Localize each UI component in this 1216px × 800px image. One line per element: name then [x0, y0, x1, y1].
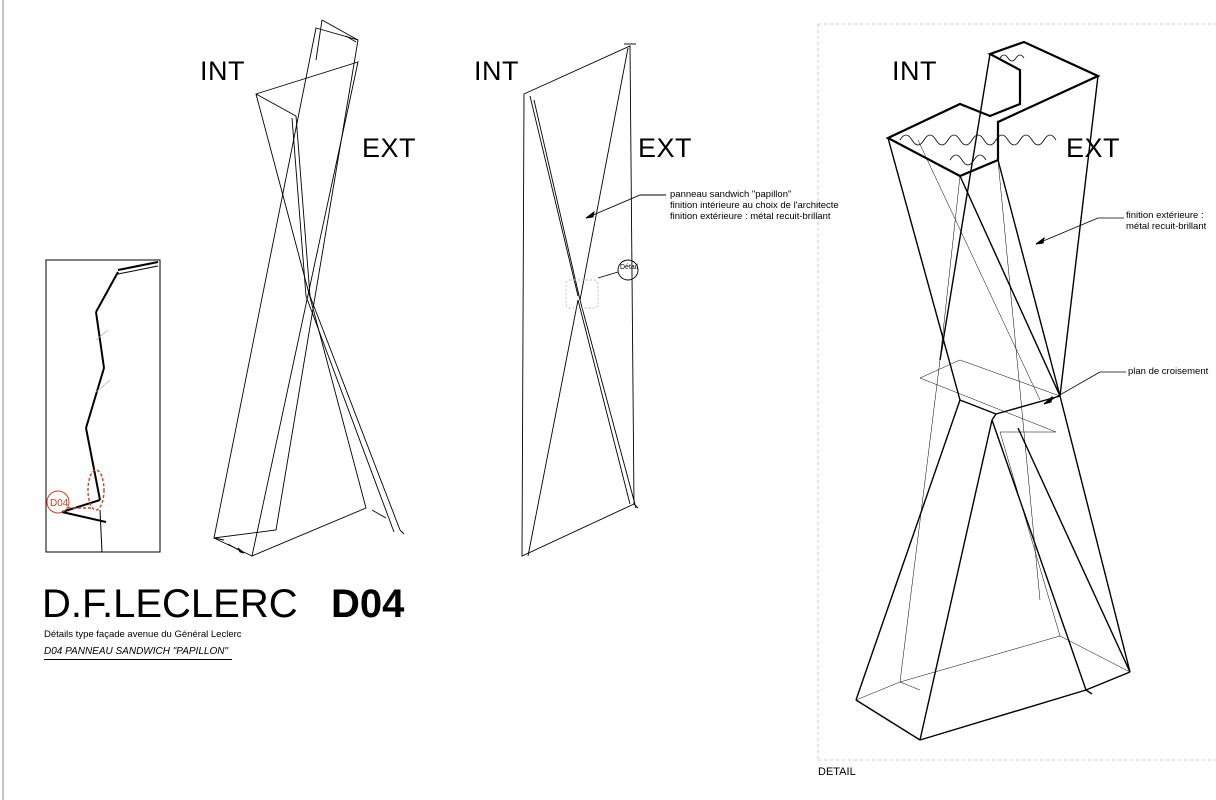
int-label-view-2: INT	[474, 56, 519, 86]
int-label-detail: INT	[892, 56, 937, 86]
detail-marker: Détail	[620, 264, 638, 271]
ext-label-view-2: EXT	[638, 133, 693, 163]
crossing-note: plan de croisement	[1128, 366, 1209, 377]
detail-view	[817, 23, 1216, 761]
view-1-crossed-panels	[213, 19, 405, 557]
panel-note: panneau sandwich "papillon" finition int…	[670, 189, 839, 222]
detail-caption: DETAIL	[818, 766, 856, 778]
detail-code: D04	[330, 582, 405, 626]
ext-label-view-1: EXT	[362, 133, 417, 163]
panel-note-line3: finition extérieure : métal recuit-brill…	[670, 211, 831, 222]
key-plan	[45, 259, 161, 553]
key-plan-marker: D04	[50, 498, 69, 509]
finish-note: finition extérieure : métal recuit-brill…	[1126, 210, 1206, 232]
sheet-caption: D04 PANNEAU SANDWICH "PAPILLON"	[44, 646, 232, 660]
sheet-title: D.F.LECLERC D04	[42, 584, 404, 624]
int-label-view-1: INT	[200, 56, 245, 86]
finish-note-line1: finition extérieure :	[1126, 210, 1204, 221]
sheet-subtitle: Détails type façade avenue du Général Le…	[44, 629, 242, 640]
finish-note-line2: métal recuit-brillant	[1126, 221, 1207, 232]
ext-label-detail: EXT	[1066, 133, 1121, 163]
view-2-single-panel	[521, 43, 666, 557]
project-name: D.F.LECLERC	[42, 582, 298, 626]
panel-note-line2: finition intérieure au choix de l'archit…	[670, 200, 839, 211]
panel-note-line1: panneau sandwich "papillon"	[670, 189, 792, 200]
